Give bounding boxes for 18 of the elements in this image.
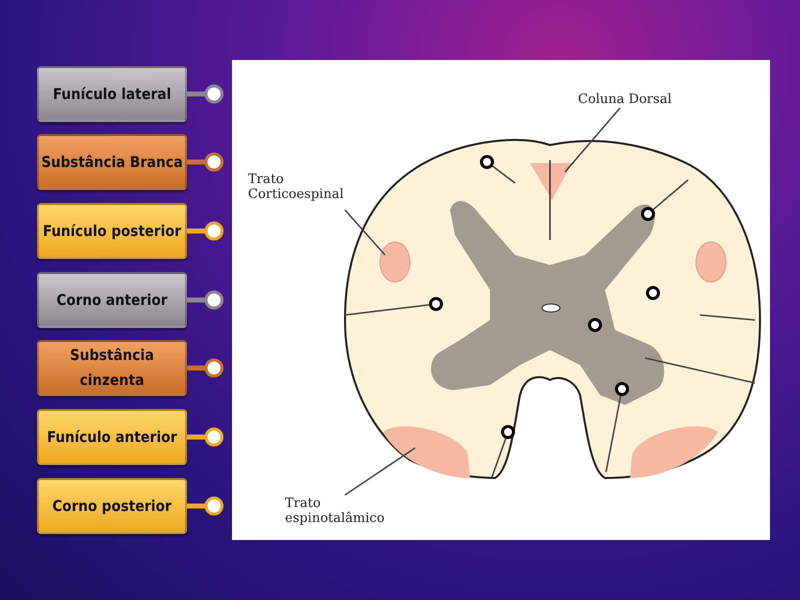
answer-card: Corno anterior [37,272,187,328]
leader-line [344,210,386,256]
leader-line [491,438,506,478]
leader-line [605,396,622,472]
callout-label: Coluna Dorsal [578,92,688,107]
leader-line [564,108,621,172]
answer-card: Funículo posterior [37,203,187,259]
callout-label: Trato espinotalâmico [285,496,405,526]
callout-label: Trato Corticoespinal [248,172,368,202]
leader-line [344,447,416,496]
answer-card: Funículo lateral [37,66,187,122]
leader-line [344,304,430,316]
answer-card: Funículo anterior [37,409,187,465]
answer-card: Corno posterior [37,478,187,534]
answer-card: Substância cinzenta [37,340,187,396]
leader-line [652,179,688,210]
leader-line [492,166,516,184]
answer-card: Substância Branca [37,134,187,190]
